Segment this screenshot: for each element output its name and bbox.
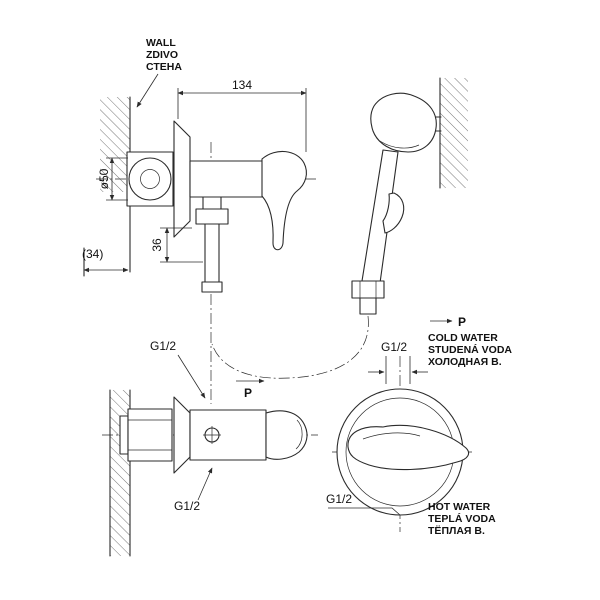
lever-front-detail bbox=[362, 432, 421, 440]
mixer-body-plan bbox=[189, 409, 267, 461]
cold-water-cz: STUDENÁ VODA bbox=[428, 343, 512, 356]
wall-hatch-plan bbox=[110, 390, 130, 556]
outlet-pipe bbox=[204, 223, 220, 283]
thread-trim-top-label: G1/2 bbox=[381, 340, 407, 354]
wall-label-ru: СТЕНА bbox=[146, 61, 182, 73]
hose-centerline-curve bbox=[211, 315, 369, 379]
lever-handle-plan bbox=[265, 410, 308, 460]
lever-tip-detail bbox=[295, 419, 303, 450]
wall-label-cz: ZDIVO bbox=[146, 49, 178, 61]
escutcheon-side bbox=[173, 120, 191, 238]
thread-trim-bottom-leader bbox=[328, 507, 401, 516]
thread-plan-bottom-leader bbox=[197, 467, 213, 501]
wall-hatch-side bbox=[100, 97, 130, 192]
shower-head-detail bbox=[379, 140, 420, 149]
hot-water-ru: ТЁПЛАЯ В. bbox=[428, 524, 485, 537]
valve-cap-plan bbox=[119, 415, 129, 455]
hot-water-label: HOT WATER TEPLÁ VODA ТЁПЛАЯ В. bbox=[428, 501, 496, 537]
thread-plan-top-label: G1/2 bbox=[150, 339, 176, 353]
lever-handle-side bbox=[261, 151, 307, 251]
dimensions: 134 ø50 36 (34) WALL ZDIVO СТЕНА G1/2 G1… bbox=[82, 37, 512, 537]
valve-body-plan bbox=[127, 408, 173, 462]
wall-label-leader bbox=[136, 73, 159, 108]
thread-plan-bottom-label: G1/2 bbox=[174, 499, 200, 513]
hand-shower-view bbox=[351, 77, 468, 315]
shower-head bbox=[370, 92, 437, 153]
trim-view bbox=[336, 388, 470, 516]
cold-water-label: COLD WATER STUDENÁ VODA ХОЛОДНАЯ В. bbox=[428, 332, 512, 368]
shower-nut bbox=[351, 280, 385, 299]
thread-plan-top-leader bbox=[177, 354, 206, 399]
side-view bbox=[83, 96, 307, 293]
valve-circle-inner bbox=[140, 169, 160, 189]
hot-water-cz: TEPLÁ VODA bbox=[428, 512, 496, 525]
escutcheon-plan bbox=[173, 396, 191, 474]
outlet-nut bbox=[195, 208, 229, 225]
valve-circle-outer bbox=[128, 157, 172, 201]
dim-diameter-label: ø50 bbox=[97, 168, 111, 189]
cold-water-en: COLD WATER bbox=[428, 332, 498, 344]
hot-water-en: HOT WATER bbox=[428, 501, 491, 513]
dim-offset-label: 36 bbox=[150, 238, 164, 252]
dim-length-label: 134 bbox=[232, 78, 252, 92]
shower-trigger bbox=[382, 192, 405, 234]
pressure-plan-label: P bbox=[244, 386, 252, 400]
outlet-end-fitting bbox=[201, 281, 223, 293]
mixer-body-side bbox=[189, 160, 264, 198]
pressure-trim-label: P bbox=[458, 315, 466, 329]
wall-label-en: WALL bbox=[146, 37, 176, 49]
thread-trim-bottom-label: G1/2 bbox=[326, 492, 352, 506]
shower-hose-fitting bbox=[359, 297, 377, 315]
cold-water-ru: ХОЛОДНАЯ В. bbox=[428, 356, 502, 368]
wall-hatch-shower bbox=[440, 78, 468, 188]
dim-depth-label: (34) bbox=[82, 247, 103, 261]
plan-view bbox=[109, 389, 308, 557]
outlet-connector bbox=[202, 196, 222, 210]
lever-handle-front bbox=[347, 424, 470, 471]
